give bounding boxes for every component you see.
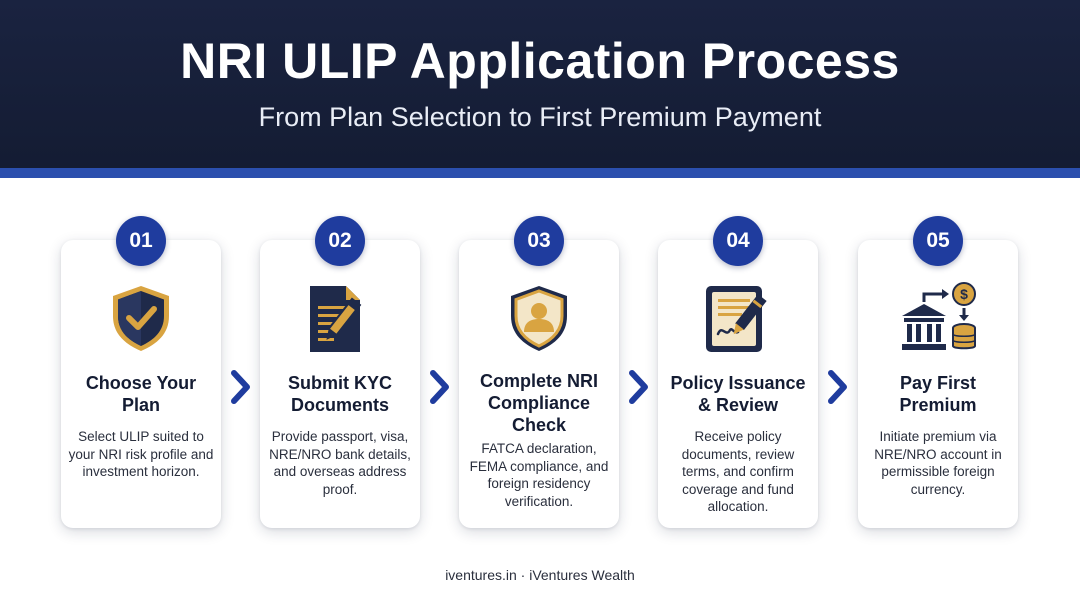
page-title: NRI ULIP Application Process [180,33,900,89]
header-banner: NRI ULIP Application Process From Plan S… [0,0,1080,168]
step-title-4: Policy Issuance & Review [670,373,806,415]
step-title-3: Complete NRI Compliance Check [479,371,598,435]
step-number-badge-5: 05 [913,216,963,266]
tablet-sign-icon [706,286,767,352]
step-title-1: Choose Your Plan [85,373,197,415]
step-description-4: Receive policy documents, review terms, … [681,429,795,515]
step-description-5: Initiate premium via NRE/NRO account in … [874,429,1002,497]
step-title-5: Pay First Premium [899,373,977,415]
page-subtitle: From Plan Selection to First Premium Pay… [258,102,822,132]
step-title-2: Submit KYC Documents [287,373,392,415]
step-card-5 [858,240,1018,528]
svg-text:$: $ [960,286,968,302]
step-number-badge-4: 04 [713,216,763,266]
chevron-right-icon [430,370,449,404]
document-pen-icon [310,286,362,352]
shield-check-icon [113,286,169,351]
step-description-2: Provide passport, visa, NRE/NRO bank det… [269,429,411,497]
chevron-right-icon [231,370,250,404]
chevron-right-icon [828,370,847,404]
header-divider-stripe [0,168,1080,178]
step-number-badge-3: 03 [514,216,564,266]
chevron-right-icon [629,370,648,404]
step-number-badge-2: 02 [315,216,365,266]
footer-credit: iventures.in · iVentures Wealth [445,567,635,583]
shield-user-icon [511,286,567,351]
step-number-badge-1: 01 [116,216,166,266]
step-description-3: FATCA declaration, FEMA compliance, and … [469,441,609,509]
step-description-1: Select ULIP suited to your NRI risk prof… [68,429,214,480]
bank-coins-icon: $ [902,282,976,350]
